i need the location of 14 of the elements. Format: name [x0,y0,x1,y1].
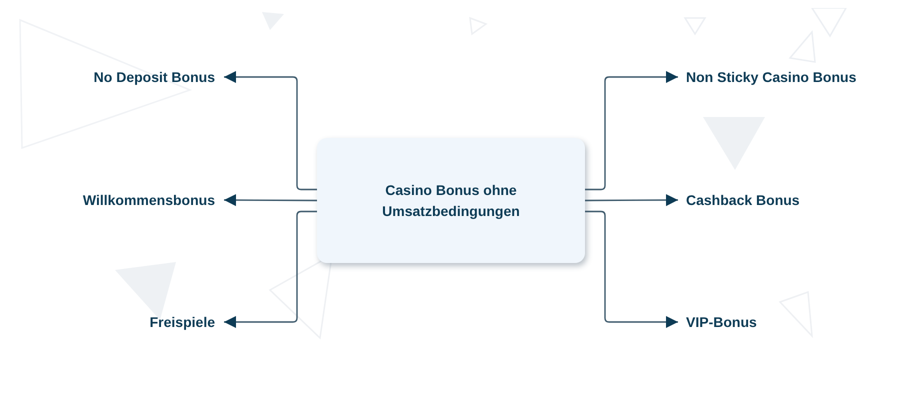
arrow [585,210,678,328]
arrow [224,194,317,206]
bonus-label: No Deposit Bonus [94,67,224,87]
bonus-label: Cashback Bonus [678,190,800,210]
arrow [224,71,317,190]
bonus-label: Willkommensbonus [82,190,224,210]
arrow [224,210,317,328]
bonus-label: VIP-Bonus [678,312,757,332]
bonus-label: Non Sticky Casino Bonus [678,67,856,87]
topic-text: Casino Bonus ohne Umsatzbedingungen [381,180,521,221]
arrow [585,71,678,190]
arrow [585,194,678,206]
bonus-label: Freispiele [150,312,224,332]
topic-box [317,138,585,263]
